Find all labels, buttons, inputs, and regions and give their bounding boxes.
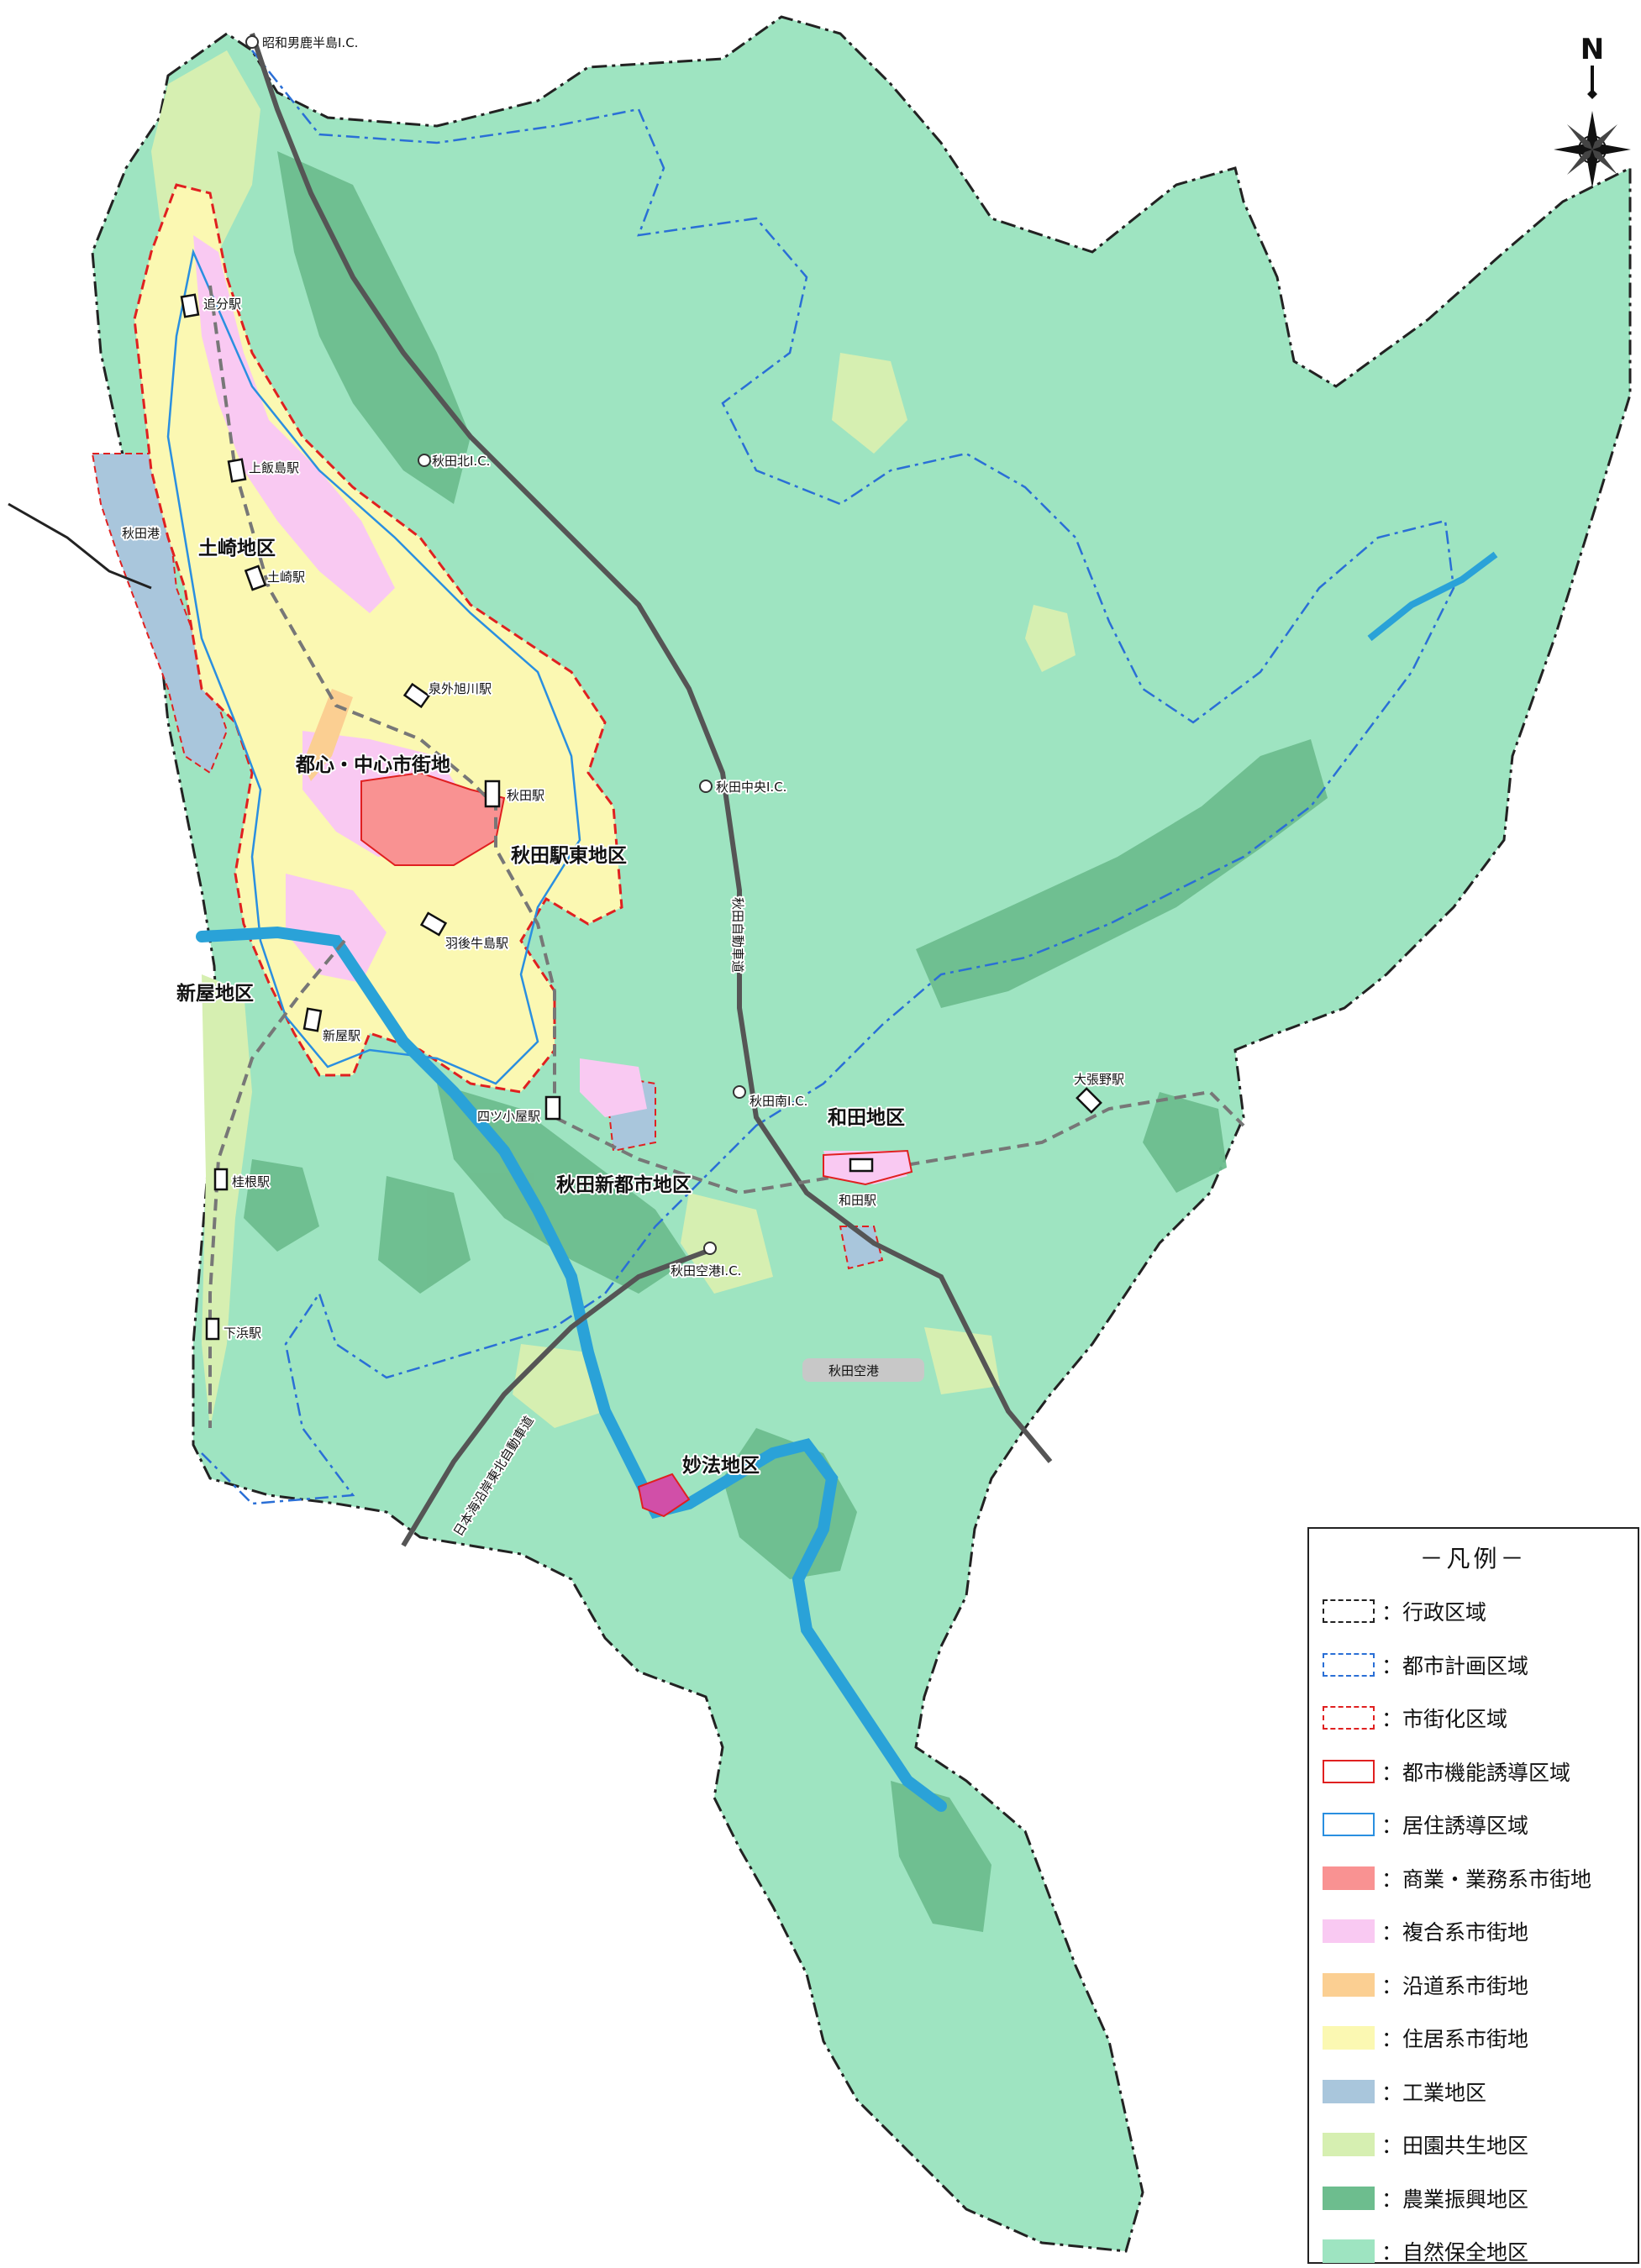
legend-item-urbanization: ：市街化区域 xyxy=(1323,1701,1507,1735)
coastline-boundary xyxy=(8,502,152,590)
legend-swatch-mixed xyxy=(1323,1919,1375,1943)
legend-item-commercial: ：商業・業務系市街地 xyxy=(1323,1861,1591,1895)
label-wada-st: 和田駅 xyxy=(839,1193,876,1208)
legend-item-rural: ：田園共生地区 xyxy=(1323,2128,1528,2161)
legend-item-roadside: ：沿道系市街地 xyxy=(1323,1968,1528,2002)
legend-item-residence: ：居住誘導区域 xyxy=(1323,1808,1528,1841)
legend-swatch-city-plan xyxy=(1323,1652,1375,1677)
label-akita-airport-ic: 秋田空港I.C. xyxy=(671,1263,741,1278)
legend-swatch-admin xyxy=(1323,1599,1375,1623)
label-kamiiijima-st: 上飯島駅 xyxy=(249,460,299,475)
legend-swatch-agriculture xyxy=(1323,2186,1375,2210)
legend-item-admin: ：行政区域 xyxy=(1323,1594,1486,1628)
legend-swatch-commercial xyxy=(1323,1866,1375,1890)
legend-label-agriculture: ：農業振興地区 xyxy=(1381,2187,1529,2212)
label-akita-port: 秋田港 xyxy=(122,526,160,541)
interchange-markers xyxy=(245,35,746,1255)
label-tsuchizaki-st: 土崎駅 xyxy=(267,570,305,585)
ou-railway-line xyxy=(208,285,1245,1195)
legend-swatch-function xyxy=(1323,1759,1375,1783)
legend-swatch-urbanization xyxy=(1323,1706,1375,1730)
city-boundary-area xyxy=(91,15,1632,2253)
uetsu-railway-line xyxy=(208,939,346,1428)
legend-item-function: ：都市機能誘導区域 xyxy=(1323,1755,1570,1788)
label-oiwake-st: 追分駅 xyxy=(203,297,241,312)
label-akitaminami-ic: 秋田南I.C. xyxy=(749,1094,807,1109)
legend-item-residential: ：住居系市街地 xyxy=(1323,2021,1528,2055)
legend-label-nature: ：自然保全地区 xyxy=(1381,2240,1529,2265)
legend-swatch-rural xyxy=(1323,2133,1375,2156)
label-showa-ic: 昭和男鹿半島I.C. xyxy=(262,35,358,50)
map-legend: －凡例－ ：行政区域 ：都市計画区域 ：市街化区域 ：都市機能誘導区域 ：居住誘導区域 ：… xyxy=(1307,1527,1639,2265)
label-myoho-district: 妙法地区 xyxy=(682,1455,760,1477)
legend-item-agriculture: ：農業振興地区 xyxy=(1323,2181,1528,2215)
label-wada-district: 和田地区 xyxy=(828,1107,905,1129)
label-toshin-district: 都心・中心市街地 xyxy=(295,753,450,776)
label-katsurane-st: 桂根駅 xyxy=(232,1174,270,1189)
label-yotsugoya-st: 四ツ小屋駅 xyxy=(477,1109,540,1124)
akita-airport-marker xyxy=(802,1358,924,1382)
north-arrow: N xyxy=(1554,33,1631,188)
legend-swatch-industrial xyxy=(1323,2079,1375,2103)
legend-swatch-roadside xyxy=(1323,1972,1375,1997)
legend-label-admin: ：行政区域 xyxy=(1381,1600,1487,1625)
station-markers xyxy=(180,293,1102,1341)
label-akitakita-ic: 秋田北I.C. xyxy=(432,454,490,469)
compass-rose-icon xyxy=(1554,111,1631,188)
label-akita-expressway: 秋田自動車道 xyxy=(730,897,745,973)
legend-item-nature: ：自然保全地区 xyxy=(1323,2234,1528,2268)
legend-label-mixed: ：複合系市街地 xyxy=(1381,1920,1529,1945)
myoho-district-zone xyxy=(637,1473,691,1518)
label-araya-st: 新屋駅 xyxy=(323,1028,360,1043)
eastern-river xyxy=(1367,551,1498,642)
label-shintoshin-district: 秋田新都市地区 xyxy=(556,1173,692,1196)
residence-induction-outline xyxy=(166,248,581,1085)
label-obarino-st: 大張野駅 xyxy=(1074,1072,1124,1087)
label-tsuchizaki-district: 土崎地区 xyxy=(198,538,276,559)
north-label: N xyxy=(1581,33,1604,66)
roadside-urban-zone xyxy=(302,689,353,781)
label-araya-district: 新屋地区 xyxy=(176,982,254,1005)
label-ugo-ushijima-st: 羽後牛島駅 xyxy=(445,936,508,951)
legend-label-city-plan: ：都市計画区域 xyxy=(1381,1653,1529,1678)
legend-item-industrial: ：工業地区 xyxy=(1323,2075,1486,2108)
legend-label-residential: ：住居系市街地 xyxy=(1381,2027,1529,2051)
label-sengaisen-st: 泉外旭川駅 xyxy=(429,681,492,696)
akita-expressway xyxy=(250,33,1053,1463)
legend-label-industrial: ：工業地区 xyxy=(1381,2080,1487,2105)
legend-title: －凡例－ xyxy=(1419,1545,1528,1572)
city-planning-boundary xyxy=(201,50,1455,1505)
legend-label-roadside: ：沿道系市街地 xyxy=(1381,1973,1529,1998)
label-akita-east-district: 秋田駅東地区 xyxy=(511,845,627,867)
label-akitachuo-ic: 秋田中央I.C. xyxy=(716,780,786,795)
legend-item-city-plan: ：都市計画区域 xyxy=(1323,1648,1528,1682)
legend-label-urbanization: ：市街化区域 xyxy=(1381,1707,1508,1731)
legend-swatch-nature xyxy=(1323,2239,1375,2263)
legend-label-rural: ：田園共生地区 xyxy=(1381,2134,1529,2158)
nihonkai-expressway xyxy=(401,1249,707,1547)
legend-swatch-residential xyxy=(1323,2026,1375,2050)
label-akita-airport: 秋田空港 xyxy=(828,1363,879,1378)
label-akita-st: 秋田駅 xyxy=(507,788,544,803)
label-shimohama-st: 下浜駅 xyxy=(224,1326,261,1341)
legend-label-commercial: ：商業・業務系市街地 xyxy=(1381,1866,1592,1892)
legend-swatch-residence xyxy=(1323,1813,1375,1836)
legend-label-residence: ：居住誘導区域 xyxy=(1381,1814,1529,1838)
legend-item-mixed: ：複合系市街地 xyxy=(1323,1914,1528,1948)
legend-label-function: ：都市機能誘導区域 xyxy=(1381,1760,1571,1785)
